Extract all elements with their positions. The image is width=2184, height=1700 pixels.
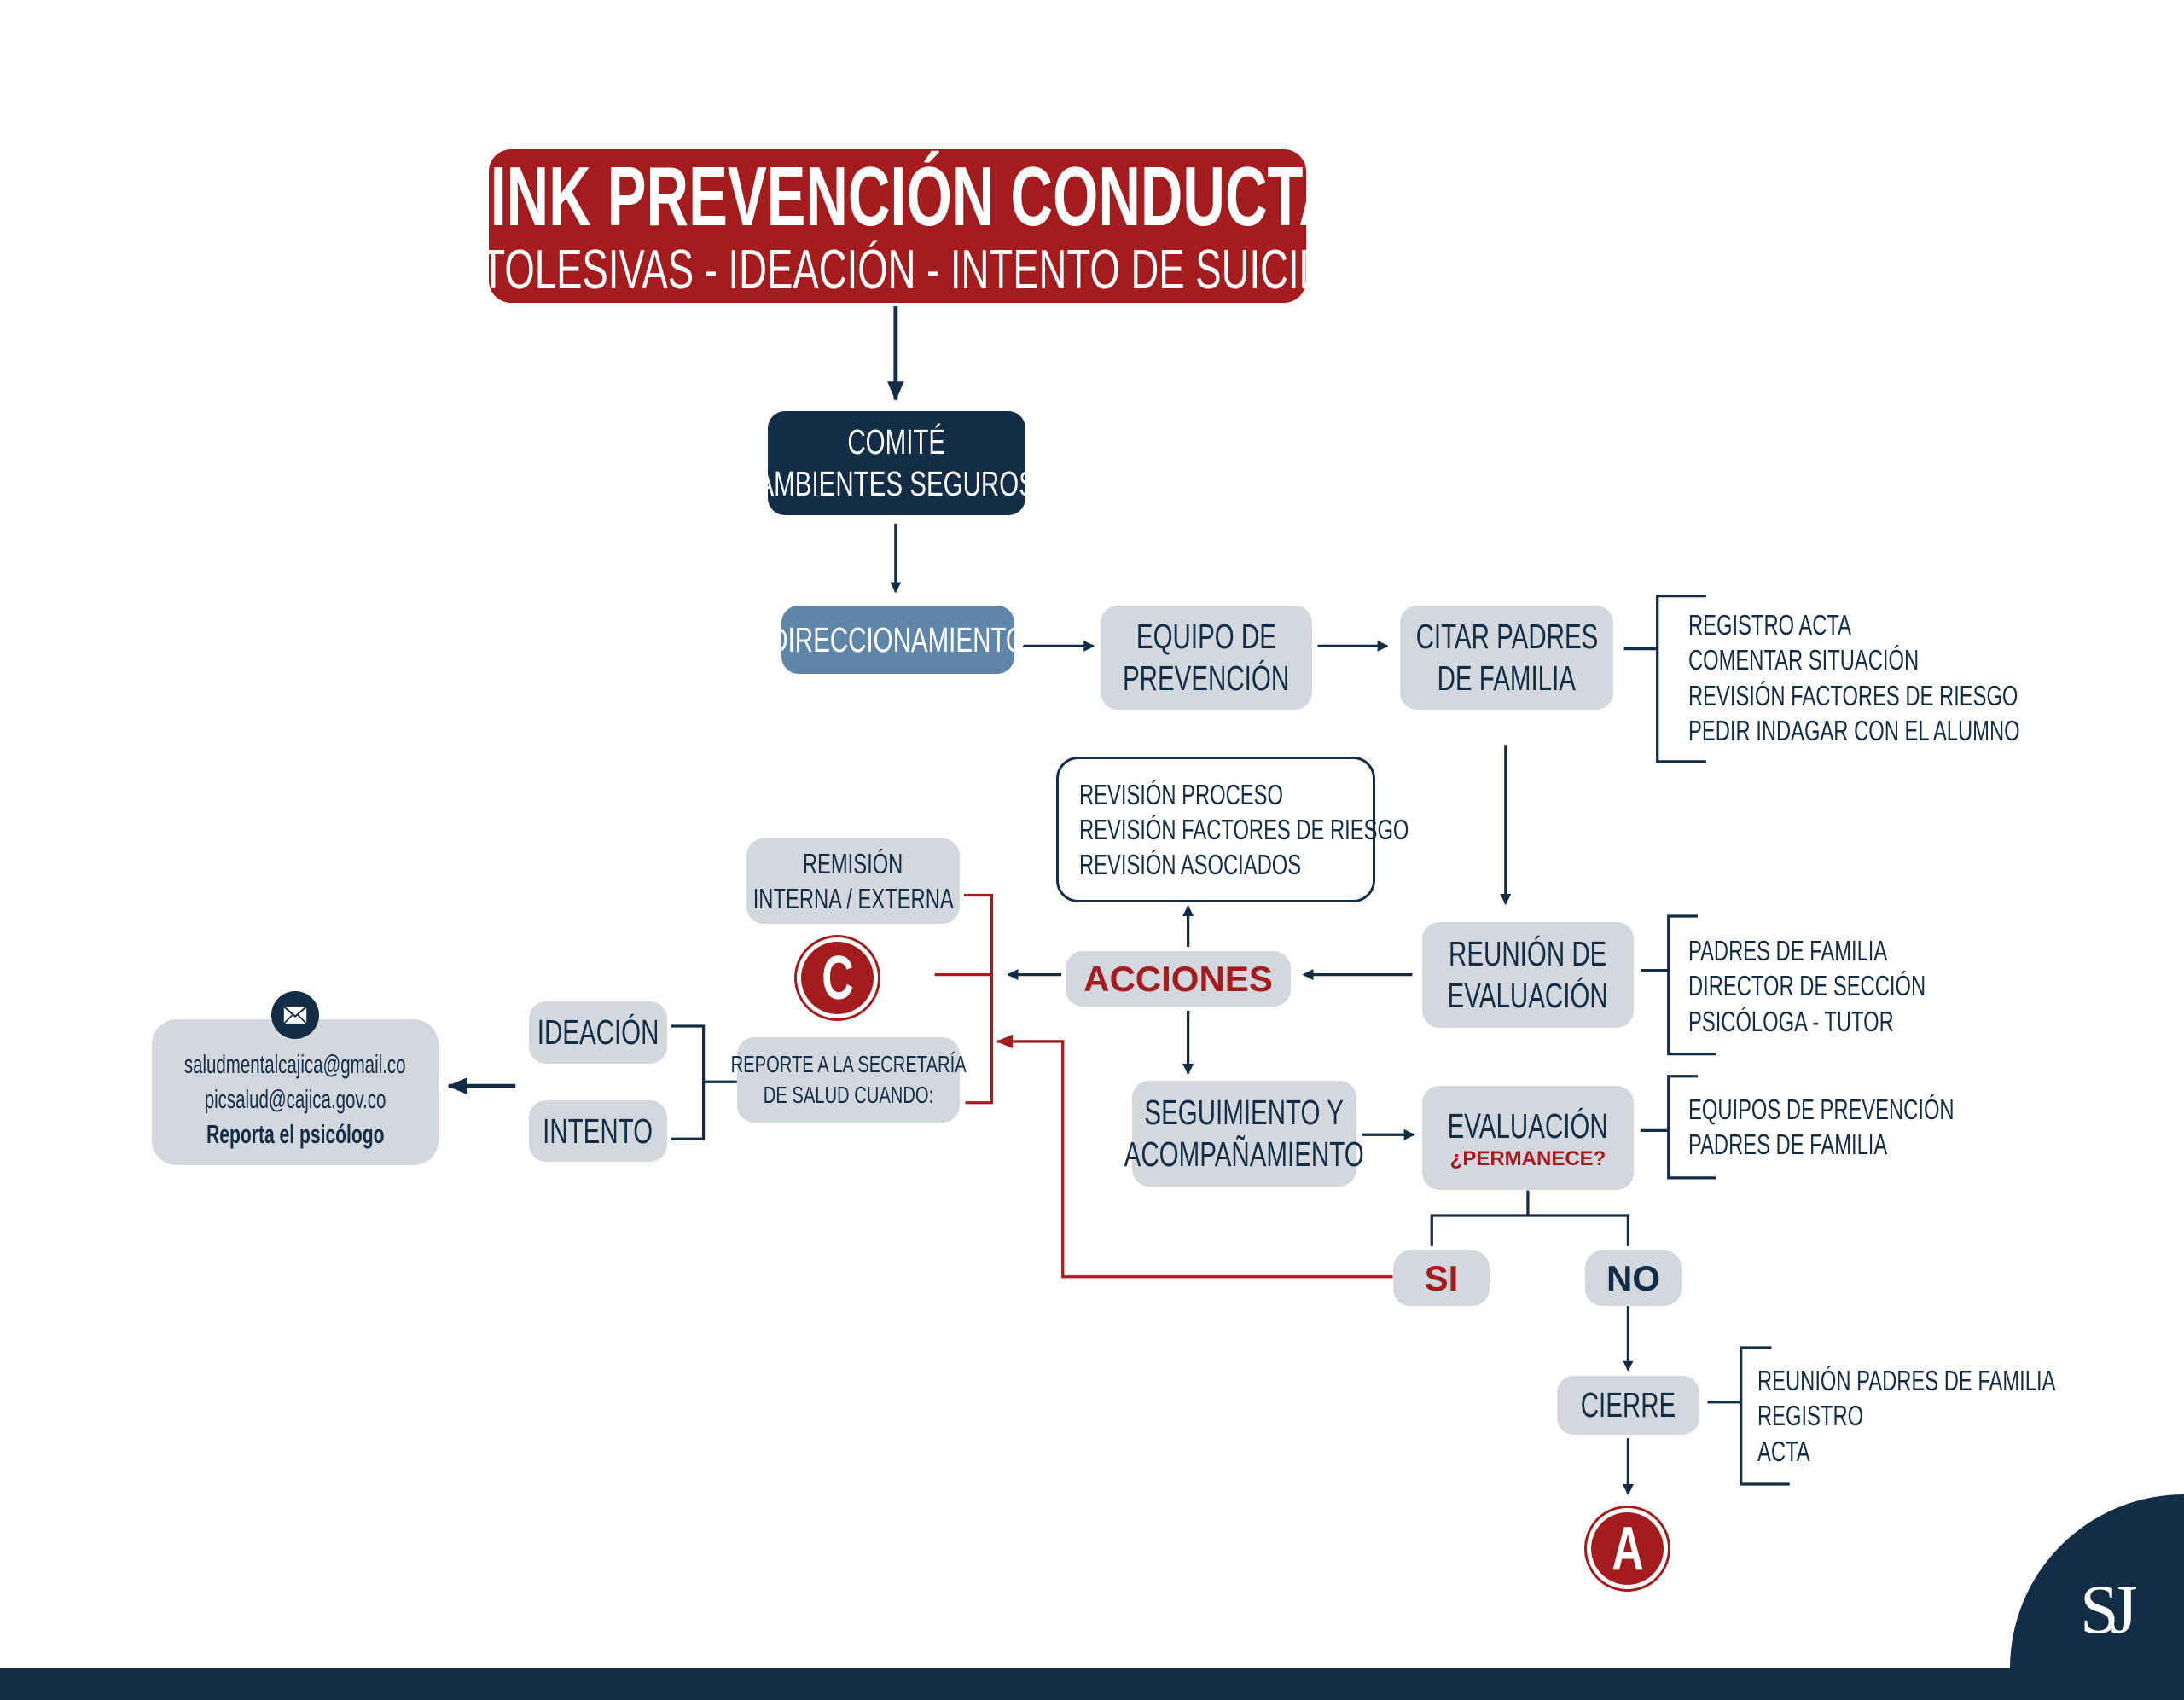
connector-a: A bbox=[1587, 1508, 1668, 1589]
node-direccionamiento-label: DIRECCIONAMIENTO bbox=[770, 619, 1026, 659]
node-no-label: NO bbox=[1606, 1257, 1660, 1298]
email-link[interactable]: picsalud@cajica.gov.co bbox=[204, 1084, 386, 1114]
node-ideacion-label: IDEACIÓN bbox=[537, 1012, 659, 1052]
node-remision-line1: REMISIÓN bbox=[803, 848, 903, 879]
revision-item: REVISIÓN FACTORES DE RIESGO bbox=[1079, 813, 1409, 845]
node-intento-label: INTENTO bbox=[543, 1111, 653, 1151]
connector-a-label: A bbox=[1611, 1514, 1644, 1583]
envelope-icon bbox=[271, 991, 319, 1039]
list-item: REVISIÓN FACTORES DE RIESGO bbox=[1688, 679, 2018, 711]
list-item: EQUIPOS DE PREVENCIÓN bbox=[1688, 1094, 1955, 1125]
bracket bbox=[1667, 914, 1716, 1056]
node-seguimiento: SEGUIMIENTO Y ACOMPAÑAMIENTO bbox=[1124, 1081, 1364, 1187]
logo-sj: SJ bbox=[2080, 1570, 2137, 1648]
node-cierre: CIERRE bbox=[1557, 1376, 1699, 1435]
node-acciones-label: ACCIONES bbox=[1083, 958, 1273, 999]
node-equipo-line1: EQUIPO DE bbox=[1136, 617, 1277, 656]
node-equipo-line2: PREVENCIÓN bbox=[1123, 659, 1290, 698]
list-cierre: REUNIÓN PADRES DE FAMILIA REGISTRO ACTA bbox=[1757, 1363, 2055, 1469]
node-citar-padres: CITAR PADRES DE FAMILIA bbox=[1400, 606, 1613, 710]
node-cierre-label: CIERRE bbox=[1580, 1385, 1676, 1424]
node-reunion-evaluacion: REUNIÓN DE EVALUACIÓN bbox=[1422, 922, 1634, 1028]
node-revision: REVISIÓN PROCESO REVISIÓN FACTORES DE RI… bbox=[1056, 757, 1409, 902]
node-reunion-line1: REUNIÓN DE bbox=[1449, 934, 1607, 973]
node-evaluacion-label: EVALUACIÓN bbox=[1447, 1105, 1609, 1146]
title-main: LINK PREVENCIÓN CONDUCTA bbox=[454, 149, 1341, 243]
list-item: PADRES DE FAMILIA bbox=[1688, 935, 1888, 966]
node-seguimiento-line1: SEGUIMIENTO Y bbox=[1144, 1093, 1345, 1132]
node-comite-line1: COMITÉ bbox=[847, 422, 946, 461]
node-si: SI bbox=[1393, 1250, 1490, 1306]
red-return-arrow bbox=[996, 1034, 1393, 1279]
node-acciones: ACCIONES bbox=[1066, 951, 1291, 1007]
node-evaluacion: EVALUACIÓN ¿PERMANECE? bbox=[1422, 1086, 1634, 1190]
list-item: PADRES DE FAMILIA bbox=[1688, 1128, 1888, 1161]
list-item: REGISTRO ACTA bbox=[1688, 609, 1851, 641]
node-ideacion: IDEACIÓN bbox=[529, 1001, 667, 1064]
list-item: ACTA bbox=[1757, 1435, 1810, 1467]
title-subtitle: AUTOLESIVAS - IDEACIÓN - INTENTO DE SUIC… bbox=[427, 238, 1368, 300]
list-citar: REGISTRO ACTA COMENTAR SITUACIÓN REVISIÓ… bbox=[1688, 607, 2020, 748]
connector-c: C bbox=[797, 937, 878, 1018]
node-si-label: SI bbox=[1424, 1257, 1459, 1298]
branch-line bbox=[1527, 1214, 1630, 1246]
list-item: DIRECTOR DE SECCIÓN bbox=[1688, 970, 1926, 1002]
email-link[interactable]: saludmentalcajica@gmail.co bbox=[184, 1049, 406, 1079]
bracket bbox=[1667, 1075, 1716, 1180]
node-equipo-prevencion: EQUIPO DE PREVENCIÓN bbox=[1101, 606, 1312, 710]
list-item: COMENTAR SITUACIÓN bbox=[1688, 644, 1920, 676]
node-comite: COMITÉ AMBIENTES SEGUROS bbox=[758, 411, 1036, 515]
node-seguimiento-line2: ACOMPAÑAMIENTO bbox=[1124, 1134, 1365, 1174]
red-bracket bbox=[963, 893, 994, 1105]
node-reporte-line1: REPORTE A LA SECRETARÍA bbox=[730, 1051, 967, 1077]
node-reunion-line2: EVALUACIÓN bbox=[1447, 976, 1609, 1015]
list-evaluacion: EQUIPOS DE PREVENCIÓN PADRES DE FAMILIA bbox=[1688, 1092, 1955, 1163]
list-item: PEDIR INDAGAR CON EL ALUMNO bbox=[1688, 714, 2020, 746]
revision-item: REVISIÓN PROCESO bbox=[1079, 778, 1283, 810]
node-comite-line2: AMBIENTES SEGUROS bbox=[757, 464, 1037, 503]
bracket bbox=[1740, 1346, 1790, 1486]
contact-box: saludmentalcajica@gmail.co picsalud@caji… bbox=[152, 1019, 439, 1165]
list-item: PSICÓLOGA - TUTOR bbox=[1688, 1005, 1894, 1037]
node-reporte: REPORTE A LA SECRETARÍA DE SALUD CUANDO: bbox=[731, 1037, 967, 1123]
node-intento: INTENTO bbox=[529, 1100, 667, 1162]
bracket bbox=[1656, 594, 1706, 763]
node-direccionamiento: DIRECCIONAMIENTO bbox=[770, 606, 1025, 674]
list-item: REUNIÓN PADRES DE FAMILIA bbox=[1757, 1365, 2056, 1396]
branch-line bbox=[1430, 1190, 1530, 1246]
connector-c-label: C bbox=[821, 943, 854, 1012]
contact-note: Reporta el psicólogo bbox=[206, 1119, 385, 1149]
footer-bar bbox=[0, 1668, 2184, 1700]
list-reunion: PADRES DE FAMILIA DIRECTOR DE SECCIÓN PS… bbox=[1688, 933, 1926, 1039]
node-citar-line1: CITAR PADRES bbox=[1415, 617, 1598, 656]
node-no: NO bbox=[1585, 1250, 1682, 1306]
node-remision: REMISIÓN INTERNA / EXTERNA bbox=[746, 838, 960, 924]
title-banner: LINK PREVENCIÓN CONDUCTA AUTOLESIVAS - I… bbox=[427, 149, 1368, 303]
node-remision-line2: INTERNA / EXTERNA bbox=[752, 883, 954, 914]
list-item: REGISTRO bbox=[1757, 1400, 1864, 1432]
revision-item: REVISIÓN ASOCIADOS bbox=[1079, 849, 1302, 881]
bracket bbox=[671, 1024, 706, 1140]
node-reporte-line2: DE SALUD CUANDO: bbox=[763, 1082, 934, 1108]
node-evaluacion-question: ¿PERMANECE? bbox=[1449, 1146, 1606, 1170]
node-citar-line2: DE FAMILIA bbox=[1437, 659, 1577, 698]
